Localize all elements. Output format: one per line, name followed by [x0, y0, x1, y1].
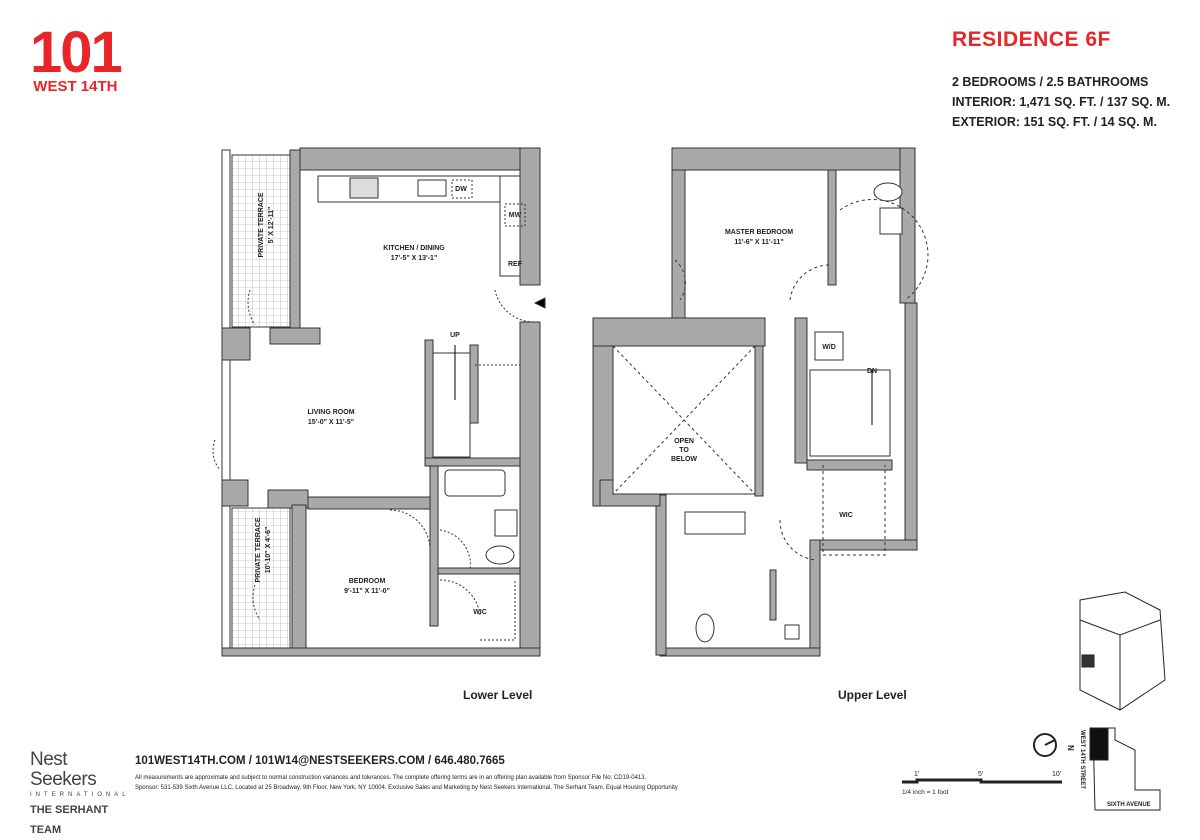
wd-label: W/D — [822, 344, 836, 351]
logo-number: 101 — [30, 20, 123, 85]
ns-name: Nest Seekers — [30, 749, 97, 790]
terrace-2 — [231, 507, 291, 651]
master-size: 11'-6" X 11'-11" — [734, 239, 783, 246]
open-label-to: TO — [679, 447, 689, 454]
contact-info: 101WEST14TH.COM / 101W14@NESTSEEKERS.COM… — [135, 755, 505, 767]
logo-street: WEST 14TH — [33, 78, 118, 95]
upper-level-label: Upper Level — [838, 688, 907, 702]
bedroom-label: BEDROOM — [349, 578, 386, 585]
living-label: LIVING ROOM — [307, 409, 354, 416]
lower-level-label: Lower Level — [463, 688, 533, 702]
terrace2-size: 10'-10" X 4'-6" — [265, 527, 272, 574]
bedrooms-spec: 2 BEDROOMS / 2.5 BATHROOMS — [952, 75, 1149, 89]
open-label: OPEN — [674, 438, 694, 445]
legal-line-1: All measurements are approximate and sub… — [135, 775, 647, 781]
lower-level-plan — [212, 147, 546, 657]
site-key: N WEST 14TH STREET SIXTH AVENUE 1' 5' 10… — [902, 727, 1161, 811]
building-isometric — [1079, 591, 1166, 711]
north-arrow-icon — [1033, 733, 1057, 757]
room-labels: KITCHEN / DINING 17'-5" X 13'-1" LIVING … — [255, 186, 877, 616]
upper-wic-label: WIC — [839, 512, 853, 519]
scale-bar — [902, 778, 1062, 784]
exterior-spec: EXTERIOR: 151 SQ. FT. / 14 SQ. M. — [952, 115, 1157, 129]
upper-level-plan — [592, 147, 929, 657]
kitchen-label: KITCHEN / DINING — [383, 245, 445, 252]
street-sixth: SIXTH AVENUE — [1107, 802, 1151, 808]
serhant-team: THE SERHANT TEAM — [30, 804, 109, 836]
dw-label: DW — [455, 186, 467, 193]
open-label-below: BELOW — [671, 456, 697, 463]
ns-intl: INTERNATIONAL — [30, 792, 130, 798]
terrace-1 — [231, 154, 291, 328]
wic-label: WIC — [473, 609, 487, 616]
scale-5: 5' — [978, 771, 983, 778]
dn-label: DN — [867, 368, 877, 375]
terrace1-size: 5' X 12'-11" — [268, 207, 275, 244]
bedroom-size: 9'-11" X 11'-0" — [344, 588, 390, 595]
terrace2-label: PRIVATE TERRACE — [255, 517, 262, 582]
residence-specs: 2 BEDROOMS / 2.5 BATHROOMS INTERIOR: 1,4… — [952, 72, 1170, 132]
scale-10: 10' — [1052, 771, 1061, 778]
master-label: MASTER BEDROOM — [725, 229, 793, 236]
terrace1-label: PRIVATE TERRACE — [258, 192, 265, 257]
ref-label: REF — [508, 261, 523, 268]
nest-seekers-logo: Nest Seekers INTERNATIONAL THE SERHANT T… — [30, 749, 130, 840]
residence-title: RESIDENCE 6F — [952, 28, 1111, 51]
interior-spec: INTERIOR: 1,471 SQ. FT. / 137 SQ. M. — [952, 95, 1171, 109]
north-label: N — [1066, 745, 1075, 751]
living-size: 15'-0" X 11'-5" — [308, 419, 354, 426]
legal-line-2: Sponsor: 531-539 Sixth Avenue LLC, Locat… — [135, 785, 678, 791]
scale-note: 1/4 inch = 1 foot — [902, 789, 949, 796]
street-west14: WEST 14TH STREET — [1079, 730, 1085, 789]
floor-plans: KITCHEN / DINING 17'-5" X 13'-1" LIVING … — [212, 147, 1166, 811]
building-logo: 101 WEST 14TH — [30, 20, 123, 96]
up-label: UP — [450, 332, 460, 339]
legal-text: All measurements are approximate and sub… — [135, 773, 815, 793]
kitchen-size: 17'-5" X 13'-1" — [391, 255, 438, 262]
mw-label: MW — [509, 212, 522, 219]
scale-1: 1' — [914, 771, 919, 778]
